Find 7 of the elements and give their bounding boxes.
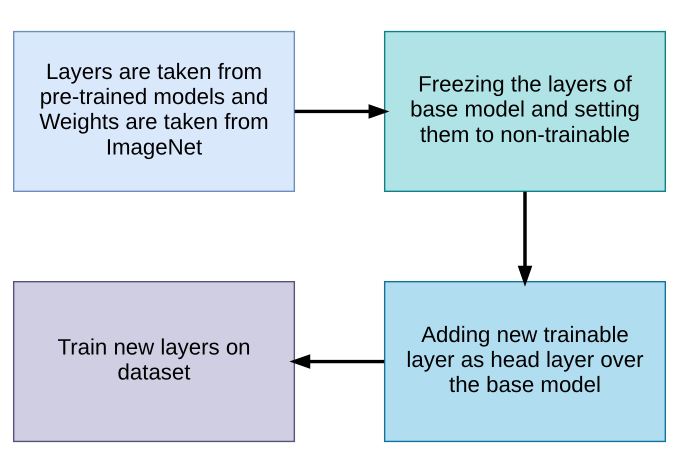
arrow	[289, 354, 384, 368]
node-box: Freezing the layers of base model and setting them to non-trainable	[384, 30, 666, 192]
arrow	[518, 191, 532, 286]
arrow	[294, 104, 390, 118]
node-box: Train new layers on dataset	[12, 280, 296, 442]
node-box: Layers are taken from pre-trained models and Weights are taken from ImageNet	[12, 30, 296, 192]
node-box: Adding new trainable layer as head layer over the base model	[384, 280, 666, 442]
